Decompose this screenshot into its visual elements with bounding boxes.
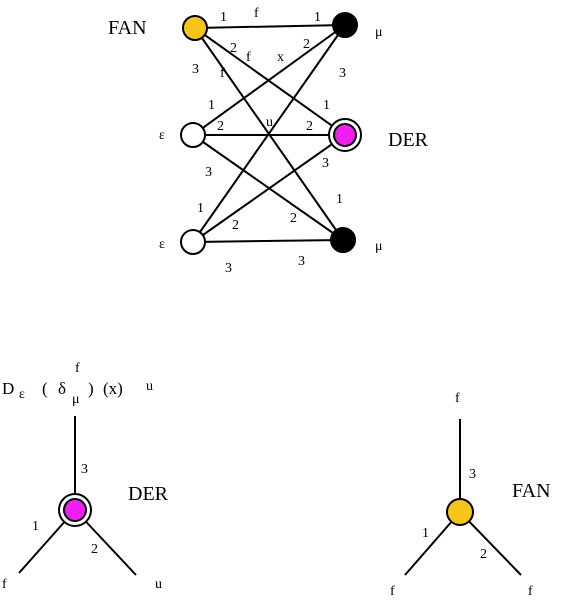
edge-label: 1: [220, 10, 227, 25]
der-rule: D ε ( δ f μ ) (x) u DER 3 1 2 f u: [2, 361, 169, 592]
graph-nodes: [180, 12, 362, 255]
label-fan: FAN: [108, 17, 147, 39]
edge-label: 2: [217, 119, 224, 134]
node-der: [328, 118, 362, 152]
edge-fan-mutop: [194, 24, 346, 29]
fan-rule: f FAN 3 1 2 f f: [390, 391, 551, 599]
label-eps-mid: ε: [159, 128, 165, 143]
node-mu-bot: [330, 227, 356, 253]
der-rule-port-2: 2: [91, 542, 98, 557]
edge-label: 1: [336, 192, 343, 207]
expr-u: u: [146, 379, 153, 394]
label-der: DER: [388, 129, 429, 151]
edge-label: 3: [322, 156, 329, 171]
fan-rule-node: [446, 498, 474, 526]
edge-label: 3: [339, 66, 346, 81]
edge-label: 1: [314, 10, 321, 25]
expr-d: D: [2, 379, 14, 398]
der-expression: D ε ( δ f μ ) (x) u: [2, 361, 153, 407]
fan-rule-port-1: 1: [422, 526, 429, 541]
edge-mutop-epsbot: [192, 24, 346, 243]
edge-epsbot-mubot: [192, 239, 344, 243]
graph-edges: [192, 24, 346, 243]
edge-label: 1: [208, 98, 215, 113]
edge-label: 1: [197, 201, 204, 216]
edge-mutop-epsmid: [192, 24, 346, 136]
fan-rule-end-right: f: [528, 584, 533, 599]
fan-rule-top-label: f: [455, 391, 460, 406]
edge-label: 2: [303, 37, 310, 52]
fan-rule-end-left: f: [390, 584, 395, 599]
fan-rule-port-2-wire: [459, 511, 522, 576]
graph-edge-labels: 1 f 1 2 f x 2 3 f 3 1 1 2 u 2 3 3 1 1 2 …: [192, 6, 346, 276]
fan-rule-port-2: 2: [480, 547, 487, 562]
edge-label: 2: [306, 119, 313, 134]
node-eps-bot: [180, 229, 206, 255]
label-eps-bot: ε: [159, 237, 165, 252]
edge-label: 2: [232, 218, 239, 233]
edge-label: f: [254, 6, 259, 21]
der-rule-end-right: u: [155, 577, 162, 592]
node-fan: [182, 15, 208, 41]
fan-rule-label: FAN: [512, 480, 551, 502]
edge-label: 3: [192, 62, 199, 77]
der-rule-label: DER: [128, 483, 169, 505]
edge-label: 3: [225, 261, 232, 276]
fan-rule-port-3: 3: [469, 467, 476, 482]
edge-der-epsbot: [192, 134, 346, 243]
der-rule-node: [58, 493, 92, 527]
edge-fan-der: [194, 27, 346, 136]
edge-label: 2: [290, 211, 297, 226]
expr-lparen: (: [42, 379, 48, 398]
der-rule-port-3: 3: [81, 462, 88, 477]
edge-label: 2: [230, 41, 237, 56]
der-rule-port-1: 1: [32, 519, 39, 534]
expr-eps: ε: [19, 387, 25, 402]
expr-delta: δ: [58, 379, 66, 398]
expr-x-group: (x): [103, 379, 123, 398]
edge-label: 1: [323, 98, 330, 113]
expr-rparen: ): [88, 379, 94, 398]
node-eps-mid: [180, 122, 206, 148]
edge-label: 3: [298, 254, 305, 269]
edge-label: u: [266, 115, 273, 130]
der-rule-end-left: f: [2, 577, 7, 592]
label-mu-bot: μ: [375, 239, 383, 254]
edge-label: x: [277, 50, 284, 65]
node-mu-top: [332, 12, 358, 38]
expr-sup-f: f: [75, 361, 80, 376]
label-mu-top: μ: [375, 25, 383, 40]
expr-sub-mu: μ: [72, 392, 80, 407]
graph-node-labels: FAN μ ε DER ε μ: [108, 17, 429, 254]
edge-label: f: [220, 66, 225, 81]
edge-label: f: [246, 50, 251, 65]
edge-epsmid-mubot: [192, 134, 344, 241]
edge-label: 3: [205, 165, 212, 180]
